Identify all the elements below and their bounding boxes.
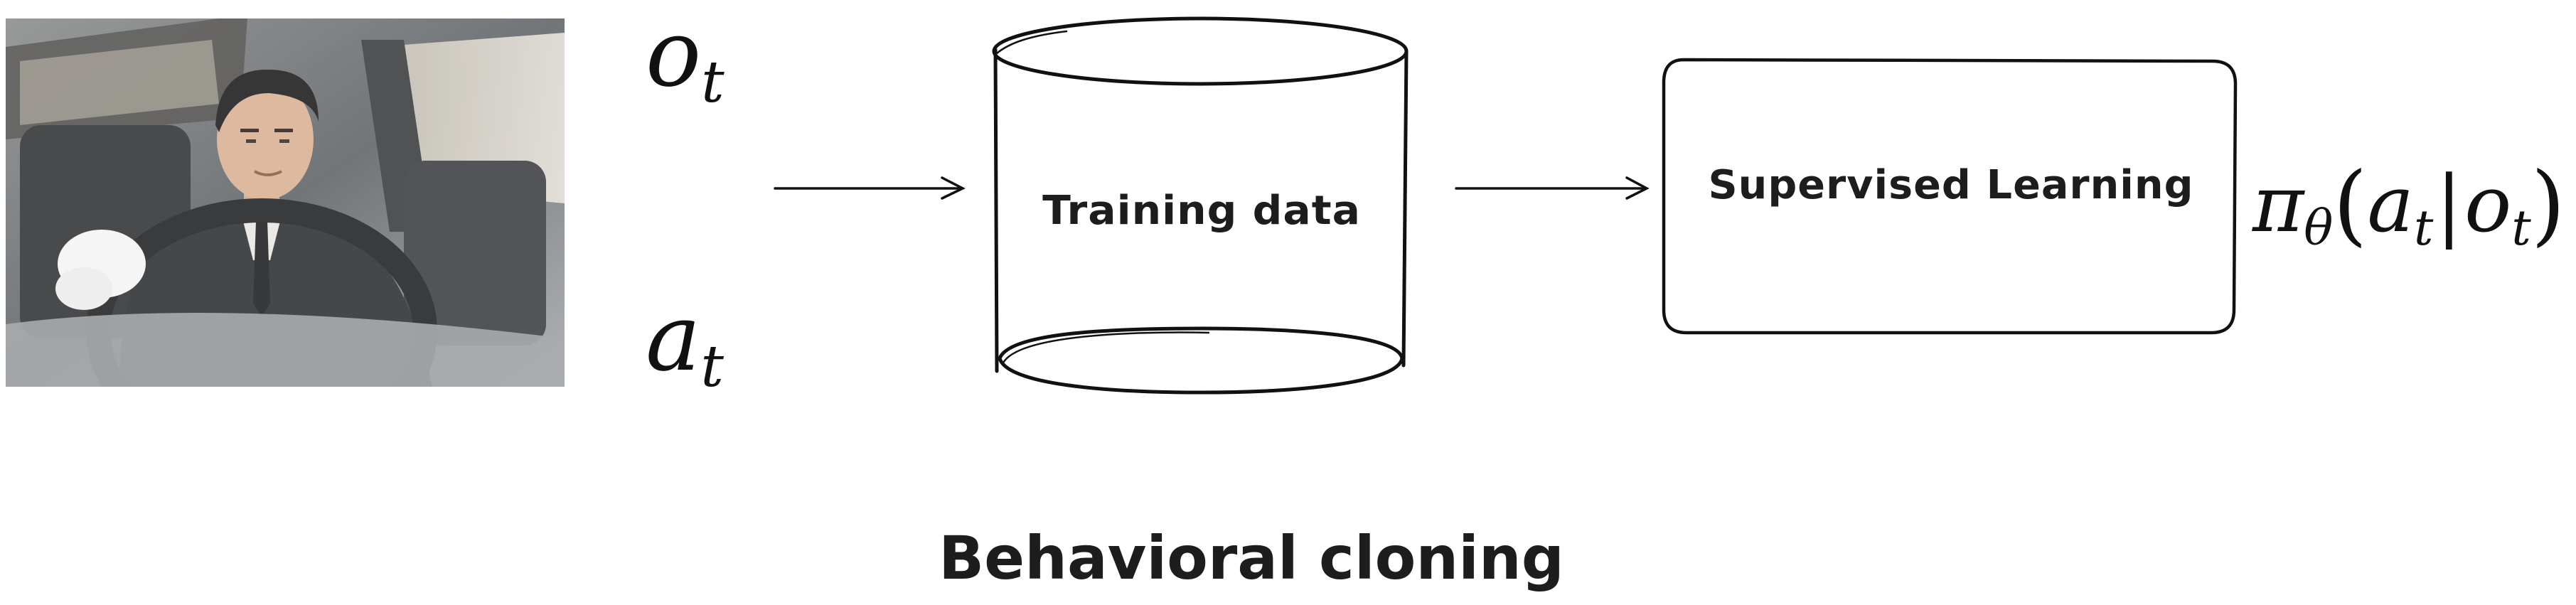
diagram-caption: Behavioral cloning [939,523,1564,593]
policy-action: a [2367,159,2415,250]
policy-theta: θ [2304,200,2334,257]
policy-open-paren: ( [2333,154,2368,256]
policy-close-paren: ) [2530,154,2565,256]
training-data-label: Training data [1042,188,1361,234]
observation-base: o [646,0,702,107]
arrow-to-supervised-learning [1455,176,1650,200]
observation-symbol: ot [646,7,725,111]
arrow-to-training-data [774,176,966,200]
driver-photo [6,18,565,387]
action-base: a [646,284,701,392]
action-subscript: t [700,333,724,400]
policy-action-subscript: t [2414,200,2434,257]
policy-given-bar: | [2435,159,2462,250]
policy-expression: πθ(at|ot) [2252,158,2565,253]
policy-observation-subscript: t [2511,200,2531,257]
supervised-learning-label: Supervised Learning [1708,162,2194,208]
observation-subscript: t [701,48,725,116]
policy-observation: o [2464,159,2512,250]
action-symbol: at [646,291,724,395]
policy-pi: π [2252,159,2304,250]
driver-illustration [6,18,565,387]
